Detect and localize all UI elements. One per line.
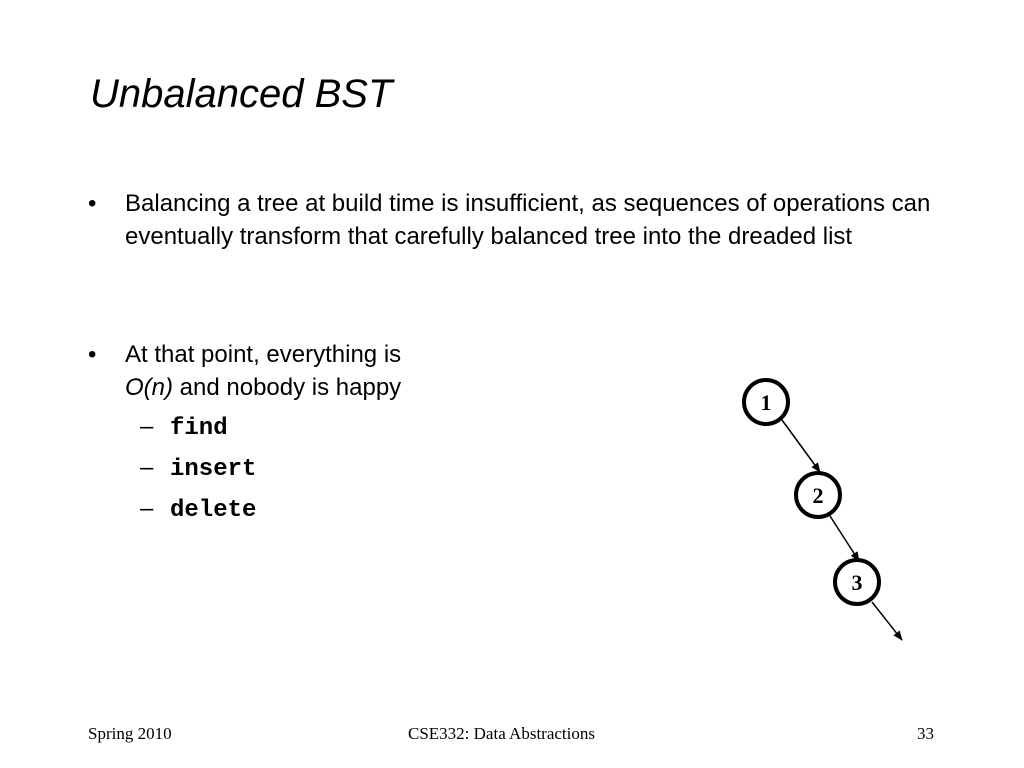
edge-3-null [871, 601, 903, 641]
tree-node: 3 [833, 558, 881, 606]
tree-node: 1 [742, 378, 790, 426]
node-label: 2 [813, 483, 824, 508]
bullet-text-part: and nobody is happy [173, 374, 402, 401]
bullet-marker: • [88, 190, 97, 217]
tree-node: 2 [794, 471, 842, 519]
bullet-balancing: Balancing a tree at build time is insuff… [125, 190, 931, 250]
bullet-text-part: At that point, everything is [125, 341, 402, 368]
edge-1-2 [781, 419, 821, 473]
node-label: 3 [852, 570, 863, 595]
sub-dash: – [140, 413, 154, 440]
subitem-insert: –insert [140, 453, 256, 485]
operation-delete: delete [170, 497, 257, 524]
node-label: 1 [761, 390, 772, 415]
footer-slide-number: 33 [917, 724, 934, 743]
footer-term: Spring 2010 [88, 724, 172, 743]
sub-dash: – [140, 454, 154, 481]
operation-find: find [170, 415, 228, 442]
edge-2-3 [829, 515, 860, 562]
slide-title: Unbalanced BST [90, 72, 393, 116]
sub-dash: – [140, 495, 154, 522]
big-o-notation: O(n) [125, 374, 173, 401]
bullet-marker: • [88, 341, 97, 368]
operation-insert: insert [170, 456, 257, 483]
footer-course: CSE332: Data Abstractions [408, 724, 595, 743]
subitem-delete: –delete [140, 494, 256, 526]
bullet-everything-on: At that point, everything is O(n) and no… [125, 338, 545, 404]
subitem-find: –find [140, 412, 228, 444]
